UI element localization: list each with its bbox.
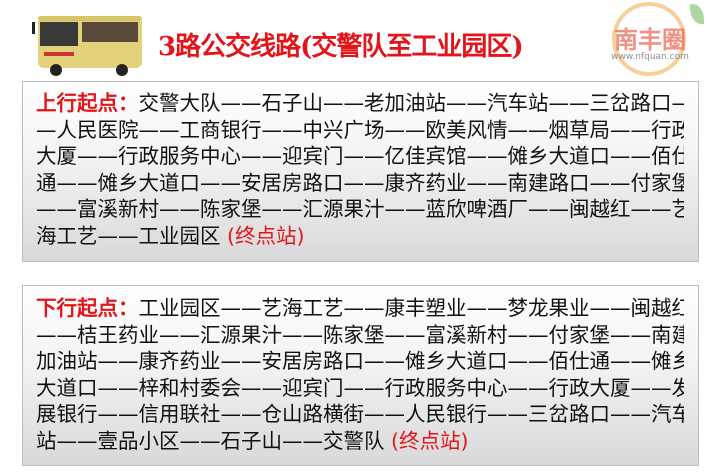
route-line: ——桔王药业——汇源果汁——陈家堡——富溪新村——付家堡——南建: [36, 322, 684, 347]
stops-text: 海工艺——工业园区: [36, 223, 221, 248]
route-line: —人民医院——工商银行——中兴广场——欧美风情——烟草局——行政: [36, 117, 684, 142]
route-line: 展银行——信用联社——仓山路横街——人民银行——三岔路口——汽车: [36, 402, 684, 427]
route-line: 大厦——行政服务中心——迎宾门——亿佳宾馆——傩乡大道口——佰仕: [36, 144, 684, 169]
page-title: 3路公交线路(交警队至工业园区): [158, 32, 524, 62]
route-line: 上行起点：交警大队——石子山——老加油站——汽车站——三岔路口—: [36, 90, 684, 117]
downbound-label: 下行起点：: [36, 296, 139, 320]
bus-image: [32, 16, 142, 76]
route-line: ——富溪新村——陈家堡——汇源果汁——蓝欣啤酒厂——闽越红——艺: [36, 197, 684, 222]
watermark-url: www.nfquan.com: [611, 52, 689, 62]
route-line: 下行起点：工业园区——艺海工艺——康丰塑业——梦龙果业——闽越红: [36, 295, 684, 322]
upbound-label: 上行起点：: [36, 91, 139, 115]
route-line: 站——壹品小区——石子山——交警队 (终点站): [36, 428, 684, 455]
watermark-circle: [612, 2, 686, 76]
stops-text: 工业园区——艺海工艺——康丰塑业——梦龙果业——闽越红: [138, 296, 685, 320]
route-line: 海工艺——工业园区 (终点站): [36, 223, 684, 250]
terminal-label: (终点站): [391, 428, 469, 453]
route-line: 通——傩乡大道口——安居房路口——康齐药业——南建路口——付家堡: [36, 170, 684, 195]
downbound-route-box: 下行起点：工业园区——艺海工艺——康丰塑业——梦龙果业——闽越红 ——桔王药业—…: [22, 285, 699, 466]
watermark-text: 南丰圈: [614, 26, 686, 54]
route-line: 加油站——康齐药业——安居房路口——傩乡大道口——佰仕通——傩乡: [36, 349, 684, 374]
stops-text: 站——壹品小区——石子山——交警队: [36, 428, 385, 453]
route-line: 大道口——梓和村委会——迎宾门——行政服务中心——行政大厦——发: [36, 375, 684, 400]
upbound-route-box: 上行起点：交警大队——石子山——老加油站——汽车站——三岔路口— —人民医院——…: [22, 81, 699, 262]
stops-text: 交警大队——石子山——老加油站——汽车站——三岔路口—: [138, 91, 685, 115]
terminal-label: (终点站): [227, 223, 305, 248]
watermark-leaf-icon: [690, 4, 704, 24]
